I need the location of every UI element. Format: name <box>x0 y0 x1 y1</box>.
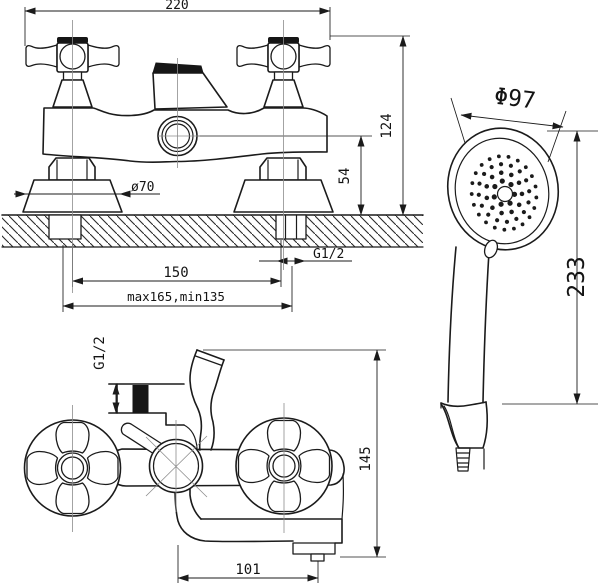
diverter-cap <box>152 62 204 74</box>
handle-pivot <box>483 239 499 259</box>
dim-label-flange-diameter: ø70 <box>131 180 154 195</box>
dim-label-height-145: 145 <box>358 446 374 471</box>
dim-label-shower-length: 233 <box>564 256 590 298</box>
dim-label-overall-width: 220 <box>165 0 188 13</box>
wall-pipe-section <box>132 385 149 413</box>
dim-label-outlet-height: 54 <box>337 168 353 185</box>
tub-spout <box>200 518 343 544</box>
bottom-view-drawing: G1/2 145 101 <box>25 336 386 583</box>
shower-handle <box>447 246 457 403</box>
dim-label-overall-height: 124 <box>379 113 395 138</box>
diverter-knob <box>152 72 228 110</box>
front-view-drawing: 220 124 54 ø70 G1/2 150 max165,min135 <box>1 0 424 312</box>
dim-label-spout-reach: 101 <box>235 562 260 578</box>
shower-head <box>446 127 560 251</box>
shower-outlet-stub <box>196 349 225 361</box>
hose-connector <box>455 447 485 472</box>
shower-bracket <box>440 401 489 449</box>
diverter-lever <box>120 422 163 455</box>
dim-label-centers-range: max165,min135 <box>127 289 225 304</box>
spray-nozzle-dots <box>469 154 539 232</box>
dim-label-thread-front: G1/2 <box>313 247 344 262</box>
hand-shower-drawing: Φ97 233 <box>440 84 598 472</box>
right-wall-pipe <box>275 214 307 240</box>
spout-aerator <box>292 542 336 555</box>
dim-label-head-diameter: Φ97 <box>493 84 537 115</box>
dim-label-thread-bottom: G1/2 <box>92 336 108 370</box>
left-wall-pipe <box>48 214 82 240</box>
dim-label-hole-centers: 150 <box>163 265 188 281</box>
